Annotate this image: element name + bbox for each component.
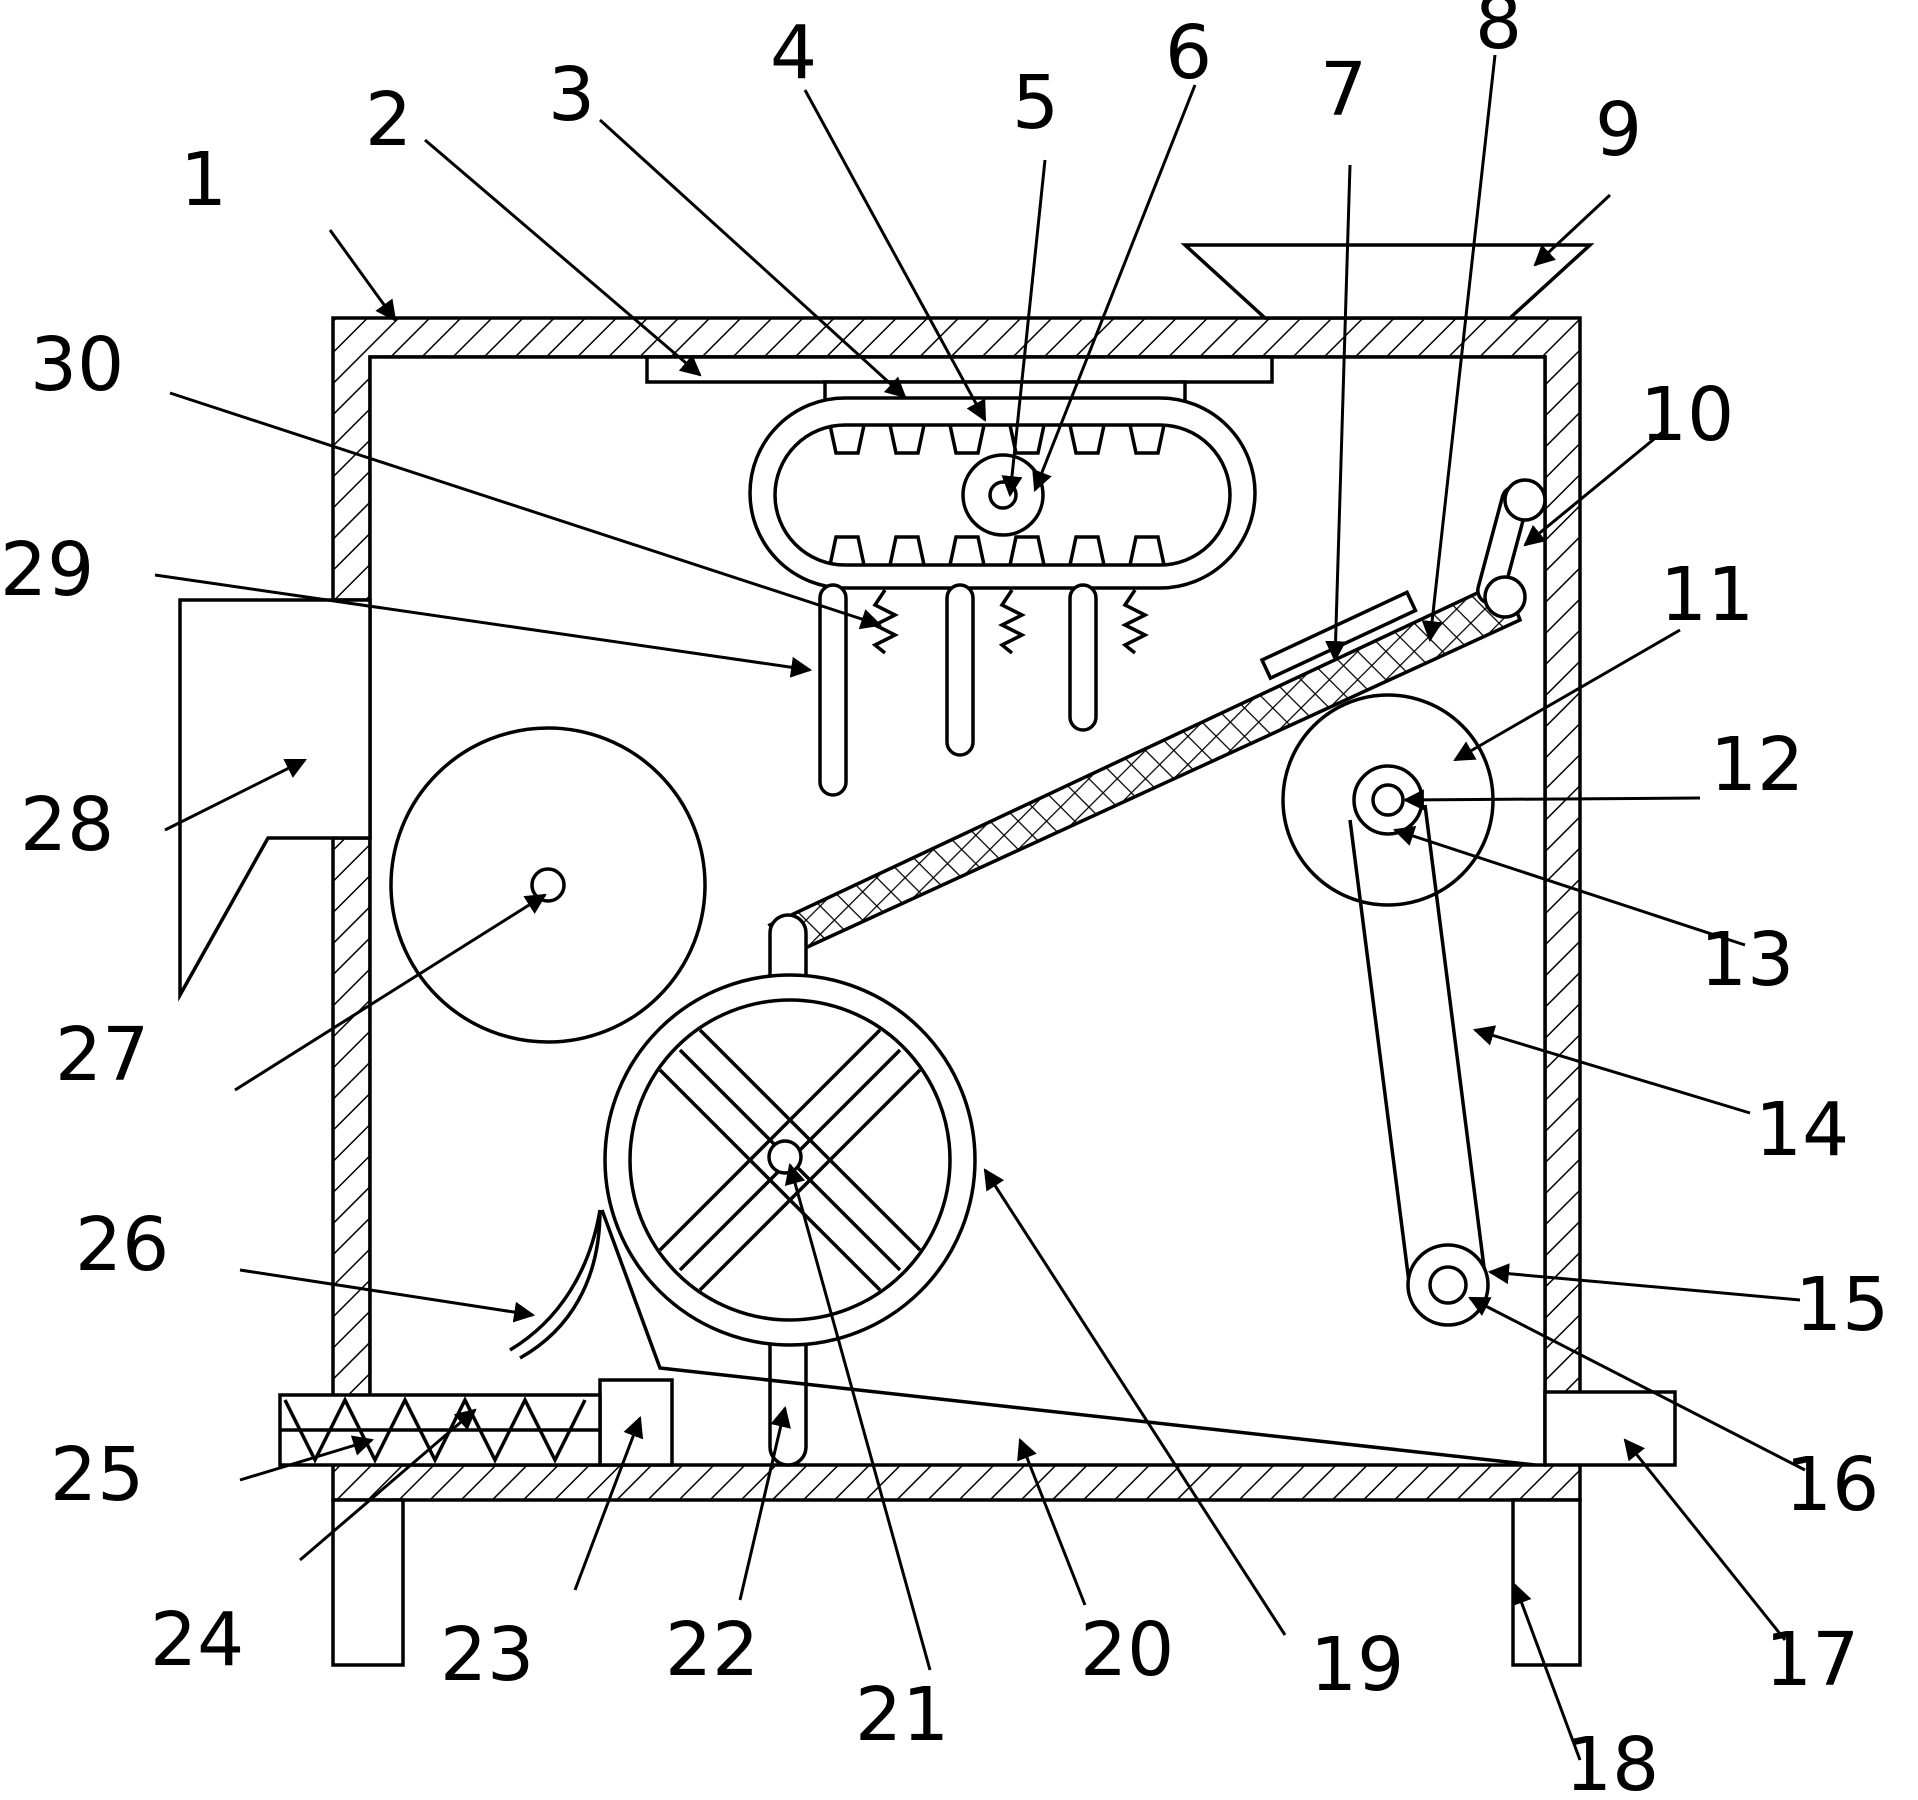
spring-3 [1121, 589, 1149, 655]
label-4: 4 [770, 10, 817, 96]
label-7: 7 [1320, 47, 1367, 133]
label-28: 28 [20, 782, 114, 868]
label-24: 24 [150, 1597, 244, 1683]
label-2: 2 [365, 77, 412, 163]
label-8: 8 [1475, 0, 1522, 66]
label-21: 21 [855, 1672, 949, 1758]
label-17: 17 [1765, 1617, 1859, 1703]
label-29: 29 [0, 527, 94, 613]
label-16: 16 [1785, 1442, 1879, 1528]
discharge-chute [178, 598, 372, 1002]
label-1: 1 [180, 137, 227, 223]
screw-coil [283, 1396, 587, 1464]
feed-hopper [1180, 243, 1595, 320]
motor-block [598, 1378, 674, 1467]
screen-roller [1483, 575, 1527, 619]
label-23: 23 [440, 1612, 534, 1698]
label-20: 20 [1080, 1607, 1174, 1693]
label-19: 19 [1310, 1622, 1404, 1708]
label-6: 6 [1165, 10, 1212, 96]
track-teeth-bottom [828, 535, 1166, 566]
label-13: 13 [1700, 917, 1794, 1003]
label-10: 10 [1640, 372, 1734, 458]
right-foot [1511, 1498, 1582, 1667]
track-mechanism [748, 396, 1257, 590]
cam-shaft [1371, 783, 1405, 817]
top-plate [645, 355, 1274, 384]
leader-lines [154, 54, 1806, 1761]
rod-2 [945, 583, 975, 757]
drum-hub [767, 1139, 803, 1175]
label-12: 12 [1710, 722, 1804, 808]
label-11: 11 [1660, 552, 1754, 638]
label-14: 14 [1755, 1087, 1849, 1173]
large-disc-hub [530, 867, 566, 903]
scraper-blade [509, 1209, 602, 1360]
label-5: 5 [1012, 60, 1059, 146]
track-teeth-top [828, 424, 1166, 455]
label-26: 26 [75, 1202, 169, 1288]
label-9: 9 [1595, 87, 1642, 173]
label-27: 27 [55, 1012, 149, 1098]
label-15: 15 [1795, 1262, 1889, 1348]
screen-roller-top [1503, 478, 1547, 522]
drum-inner [628, 998, 952, 1322]
left-foot [331, 1498, 405, 1667]
label-25: 25 [50, 1432, 144, 1518]
spring-2 [998, 589, 1026, 655]
label-22: 22 [665, 1607, 759, 1693]
collection-trough [600, 1209, 1536, 1467]
label-18: 18 [1565, 1722, 1659, 1800]
lower-pulley-shaft [1428, 1265, 1468, 1305]
label-3: 3 [548, 52, 595, 138]
outlet-block [1543, 1390, 1677, 1467]
wheel-drum [603, 973, 977, 1347]
drive-belt [1348, 804, 1487, 1291]
rod-1 [818, 583, 848, 797]
label-30: 30 [30, 322, 124, 408]
rod-3 [1068, 583, 1098, 732]
